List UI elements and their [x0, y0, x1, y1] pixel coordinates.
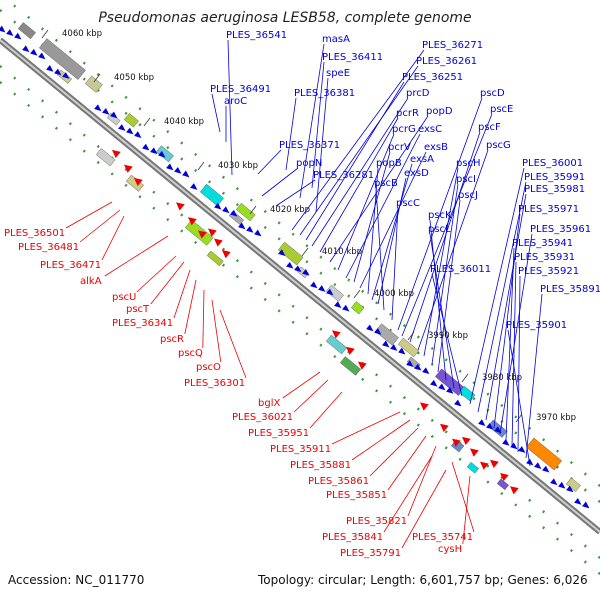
gene-label-forward: popN: [296, 158, 322, 169]
gene-label-forward: masA: [322, 34, 350, 45]
gene-label-reverse: PLES_35911: [270, 444, 331, 455]
gene-label-forward: PLES_35961: [530, 224, 591, 235]
gene-label-forward: PLES_35981: [524, 184, 585, 195]
gene-label-forward: pscF: [478, 122, 501, 133]
gene-label-reverse: PLES_36021: [232, 412, 293, 423]
gene-label-forward: PLES_36251: [402, 72, 463, 83]
gene-label-reverse: pscR: [160, 334, 184, 345]
gene-label-reverse: PLES_35821: [346, 516, 407, 527]
scale-tick-label: 3980 kbp: [482, 373, 522, 383]
gene-label-forward: pcrG: [392, 124, 416, 135]
gene-label-forward: pscJ: [458, 190, 478, 201]
genome-backbone: [0, 37, 600, 535]
gene-label-reverse: PLES_35881: [290, 460, 351, 471]
scale-tick-label: 4030 kbp: [218, 161, 258, 171]
gene-label-reverse: pscT: [126, 304, 150, 315]
gene-label-forward: PLES_36011: [430, 264, 491, 275]
gene-label-forward: PLES_36541: [226, 30, 287, 41]
map-title: Pseudomonas aeruginosa LESB58, complete …: [98, 10, 471, 26]
scale-tick-label: 4050 kbp: [114, 73, 154, 83]
gene-label-forward: pscC: [396, 198, 420, 209]
gene-label-forward: exsC: [418, 124, 442, 135]
gene-label-forward: PLES_36001: [522, 158, 583, 169]
gene-label-forward: pscI: [456, 174, 476, 185]
gene-label-forward: PLES_35931: [514, 252, 575, 263]
gene-label-reverse: PLES_35861: [308, 476, 369, 487]
gene-label-reverse: PLES_36481: [18, 242, 79, 253]
gene-features: [0, 22, 590, 509]
gene-label-forward: PLES_35921: [518, 266, 579, 277]
scale-tick-label: 4020 kbp: [270, 205, 310, 215]
gene-label-forward: prcD: [406, 88, 430, 99]
gene-label-forward: pscL: [428, 224, 451, 235]
gene-label-forward: aroC: [224, 96, 247, 107]
gene-label-reverse: pscQ: [178, 348, 203, 359]
gene-label-forward: PLES_35941: [512, 238, 573, 249]
gene-label-reverse: PLES_35951: [248, 428, 309, 439]
gene-label-forward: popB: [376, 158, 402, 169]
gene-label-reverse: PLES_35741: [412, 532, 473, 543]
gene-label-reverse: pscU: [112, 292, 136, 303]
gene-label-forward: PLES_36411: [322, 52, 383, 63]
gene-label-forward: PLES_36491: [210, 84, 271, 95]
gene-label-forward: exsA: [410, 154, 434, 165]
gene-label-forward: speE: [326, 68, 350, 79]
scale-tick-label: 4010 kbp: [322, 247, 362, 257]
gene-label-forward: pscH: [456, 158, 481, 169]
gene-label-forward: exsD: [404, 168, 429, 179]
gene-labels: PLES_36541 masA PLES_36411 speE PLES_36491ar…: [4, 30, 600, 559]
gene-label-reverse: pscO: [196, 362, 221, 373]
scale-tick-label: 4060 kbp: [62, 29, 102, 39]
scale-ticks: 4060 kbp 4050 kbp 4040 kbp 4030 kbp 4020 kbp…: [41, 29, 576, 423]
gene-label-forward: pscG: [486, 140, 511, 151]
gene-label-forward: pcrR: [396, 108, 419, 119]
gene-label-reverse: alkA: [80, 276, 102, 287]
gene-label-forward: pscD: [480, 88, 505, 99]
topology-text: Topology: circular; Length: 6,601,757 bp…: [258, 573, 588, 587]
gene-label-forward: pcrV: [388, 142, 411, 153]
gene-label-forward: PLES_35901: [506, 320, 567, 331]
gene-label-reverse: PLES_35851: [326, 490, 387, 501]
gene-label-forward: exsB: [424, 142, 448, 153]
gene-label-reverse: PLES_35841: [322, 532, 383, 543]
gene-label-forward: PLES_35891: [540, 284, 600, 295]
gene-label-forward: PLES_36381: [294, 88, 355, 99]
gene-label-reverse: PLES_36301: [184, 378, 245, 389]
gene-label-reverse: PLES_36471: [40, 260, 101, 271]
scale-tick-label: 3990 kbp: [428, 331, 468, 341]
gene-label-forward: pscB: [374, 178, 398, 189]
gene-label-reverse: PLES_36501: [4, 228, 65, 239]
scale-tick-label: 4040 kbp: [164, 117, 204, 127]
gene-label-forward: PLES_36271: [422, 40, 483, 51]
gene-label-forward: pscK: [428, 210, 452, 221]
gene-label-forward: pscE: [490, 104, 513, 115]
gene-label-forward: PLES_36261: [416, 56, 477, 67]
scale-tick-label: 4000 kbp: [374, 289, 414, 299]
gene-label-forward: PLES_36371: [279, 140, 340, 151]
gene-label-reverse: PLES_36341: [112, 318, 173, 329]
gene-label-forward: PLES_36281: [313, 170, 374, 181]
scale-tick-label: 3970 kbp: [536, 413, 576, 423]
gene-label-forward: popD: [426, 106, 453, 117]
gene-label-reverse: bglX: [258, 398, 280, 409]
gene-label-reverse: cysH: [438, 544, 462, 555]
accession-text: Accession: NC_011770: [8, 573, 145, 587]
gene-label-forward: PLES_35991: [524, 172, 585, 183]
label-leader-lines: [65, 39, 543, 549]
gene-label-reverse: PLES_35791: [340, 548, 401, 559]
gene-label-forward: PLES_35971: [518, 204, 579, 215]
